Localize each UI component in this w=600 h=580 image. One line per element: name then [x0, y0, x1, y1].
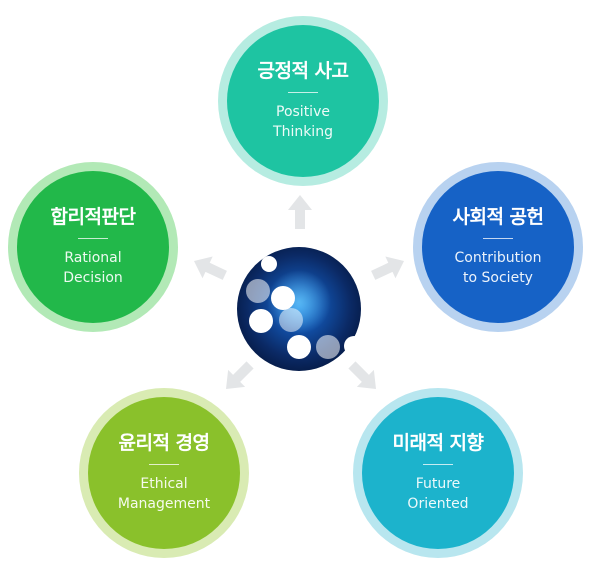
node-contribution-to-society: 사회적 공헌 Contribution to Society — [413, 162, 583, 332]
node-divider — [78, 238, 108, 240]
hub-sphere-icon — [237, 247, 362, 371]
node-ethical-management: 윤리적 경영 Ethical Management — [79, 388, 249, 558]
node-subtitle-line1: Rational — [64, 250, 122, 267]
node-title: 긍정적 사고 — [257, 59, 349, 82]
node-title: 미래적 지향 — [392, 431, 484, 454]
node-inner: 긍정적 사고 Positive Thinking — [227, 25, 379, 177]
node-rational-decision: 합리적판단 Rational Decision — [8, 162, 178, 332]
node-inner: 미래적 지향 Future Oriented — [362, 397, 514, 549]
node-inner: 사회적 공헌 Contribution to Society — [422, 171, 574, 323]
node-inner: 윤리적 경영 Ethical Management — [88, 397, 240, 549]
arrow-up-right-icon — [371, 256, 404, 280]
node-subtitle-line1: Ethical — [140, 476, 188, 493]
node-inner: 합리적판단 Rational Decision — [17, 171, 169, 323]
arrow-up-left-icon — [194, 256, 227, 280]
node-divider — [483, 238, 513, 240]
node-positive-thinking: 긍정적 사고 Positive Thinking — [218, 16, 388, 186]
node-divider — [288, 92, 318, 94]
node-divider — [149, 464, 179, 466]
node-subtitle-line2: Oriented — [407, 496, 469, 513]
node-subtitle-line1: Contribution — [454, 250, 542, 267]
arrow-down-left-icon — [226, 361, 254, 389]
node-subtitle-line1: Future — [415, 476, 461, 493]
node-subtitle-line2: Decision — [63, 270, 123, 287]
node-title: 사회적 공헌 — [452, 205, 544, 228]
node-title: 합리적판단 — [50, 205, 136, 228]
node-subtitle-line2: to Society — [463, 270, 533, 287]
node-subtitle-line2: Thinking — [273, 124, 333, 141]
node-subtitle-line1: Positive — [276, 104, 330, 121]
node-title: 윤리적 경영 — [118, 431, 210, 454]
node-future-oriented: 미래적 지향 Future Oriented — [353, 388, 523, 558]
node-divider — [423, 464, 453, 466]
hub-dots — [246, 256, 362, 359]
node-subtitle-line2: Management — [117, 496, 211, 513]
arrow-up-icon — [288, 195, 312, 229]
arrow-down-right-icon — [348, 361, 376, 389]
